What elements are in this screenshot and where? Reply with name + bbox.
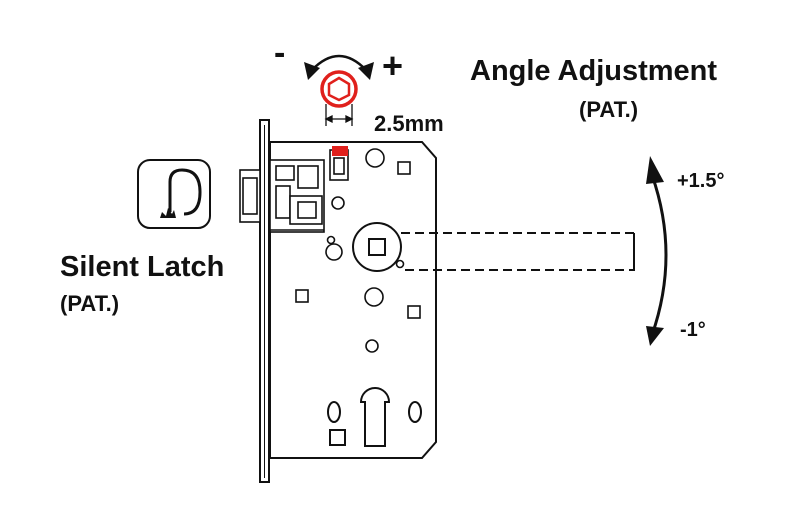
angle-arc (646, 156, 668, 346)
screw-size-label: 2.5mm (374, 111, 444, 136)
angle-up-label: +1.5° (677, 170, 724, 192)
rotate-arrows-icon (304, 54, 374, 80)
follower-hub (352, 222, 402, 272)
angle-down-label: -1° (680, 319, 706, 341)
angle-adjustment-title: Angle Adjustment (470, 55, 717, 87)
face-plate (259, 119, 270, 483)
adjust-screw-marker (332, 146, 348, 156)
cylinder-cutout (327, 387, 422, 447)
angle-adjustment-pat: (PAT.) (579, 97, 638, 122)
dimension-2-5mm (324, 104, 354, 126)
hex-socket-icon (320, 70, 358, 108)
silent-latch-title: Silent Latch (60, 251, 224, 283)
minus-label: - (274, 34, 285, 72)
latch-mechanism (239, 149, 349, 233)
plus-label: + (382, 45, 403, 86)
body-holes (295, 148, 421, 353)
silent-latch-icon (137, 159, 211, 229)
lever-handle (401, 232, 635, 271)
silent-latch-pat: (PAT.) (60, 291, 119, 316)
